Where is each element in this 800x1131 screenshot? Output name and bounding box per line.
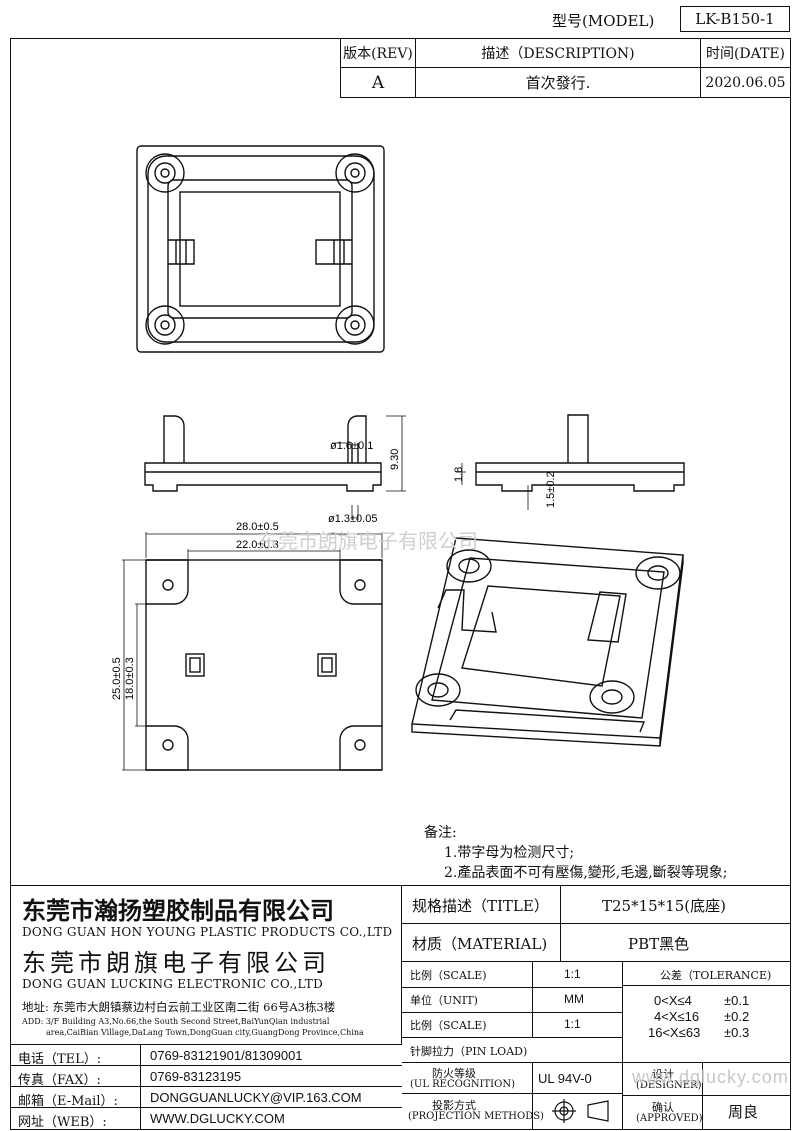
spec-scale2-label: 比例（SCALE) <box>410 1019 487 1032</box>
dim-step: 1.5±0.2 <box>545 471 557 508</box>
technical-drawing: ø1.6±0.1 9.30 ø1.3±0.05 1.8 1.5±0.2 28.0… <box>111 145 685 771</box>
bottom-view <box>145 559 383 771</box>
spec-scale2-value: 1:1 <box>564 1017 581 1031</box>
spec-scale-value: 1:1 <box>564 967 581 981</box>
side-view <box>475 414 685 492</box>
company-name-2-en: DONG GUAN LUCKING ELECTRONIC CO.,LTD <box>22 977 324 991</box>
contact-fax-label: 传真（FAX）: <box>18 1073 101 1088</box>
dim-height-inner: 18.0±0.3 <box>124 657 136 700</box>
spec-material-label: 材质（MATERIAL) <box>412 935 548 953</box>
revision-table: 版本(REV) 描述（DESCRIPTION) 时间(DATE) A 首次發行.… <box>340 38 791 98</box>
contact-email-label: 邮箱（E-Mail）: <box>18 1094 118 1109</box>
watermark-text: 东莞市朗旗电子有限公司 <box>258 530 478 553</box>
dim-height-outer: 25.0±0.5 <box>111 657 123 700</box>
dim-base-h: 1.8 <box>453 467 465 482</box>
front-view <box>144 415 382 492</box>
contact-tel-label: 电话（TEL）: <box>18 1052 102 1067</box>
spec-title-label: 规格描述（TITLE） <box>412 897 549 915</box>
company-address-en-2: area,CaiBian Village,DaLang Town,DongGua… <box>46 1028 364 1037</box>
dim-width-outer: 28.0±0.5 <box>236 521 279 533</box>
contacts-table: 电话（TEL）: 0769-83121901/81309001 传真（FAX）:… <box>10 1045 402 1130</box>
tolerance-value-1: ±0.1 <box>724 993 750 1008</box>
spec-panel: 规格描述（TITLE） T25*15*15(底座) 材质（MATERIAL) P… <box>402 885 791 1130</box>
contact-web-value: WWW.DGLUCKY.COM <box>150 1111 285 1126</box>
company-name-2: 东莞市朗旗电子有限公司 <box>22 949 330 977</box>
first-angle-projection-icon <box>552 1099 609 1123</box>
company-name-1: 东莞市瀚扬塑胶制品有限公司 <box>22 896 334 925</box>
tolerance-value-3: ±0.3 <box>724 1025 750 1040</box>
spec-unit-label: 单位（UNIT) <box>410 994 478 1007</box>
tolerance-range-3: 16<X≤63 <box>648 1025 701 1040</box>
tolerance-value-2: ±0.2 <box>724 1009 750 1024</box>
contact-web-label: 网址（WEB）: <box>18 1115 107 1130</box>
model-box: LK-B150-1 <box>680 6 790 32</box>
spec-scale-label: 比例（SCALE) <box>410 969 487 982</box>
date-value: 2020.06.05 <box>700 67 791 98</box>
company-address-en-1: ADD: 3/F Building A3,No.66,the South Sec… <box>22 1017 330 1026</box>
contact-tel-value: 0769-83121901/81309001 <box>150 1048 303 1063</box>
spec-ul-label-2: (UL RECOGNITION) <box>410 1079 515 1090</box>
notes-title: 备注: <box>424 825 457 841</box>
spec-designer-label-1: 设计 <box>652 1068 674 1081</box>
tolerance-range-2: 4<X≤16 <box>654 1009 700 1024</box>
model-value: LK-B150-1 <box>695 10 775 28</box>
dimension-lines <box>122 415 529 771</box>
dim-width-inner: 22.0±0.3 <box>236 539 279 551</box>
note-item-1: 1.带字母为检测尺寸; <box>444 845 575 861</box>
spec-pinload-label: 针脚拉力（PIN LOAD) <box>410 1045 528 1058</box>
dim-height: 9.30 <box>389 449 401 470</box>
note-item-2: 2.產品表面不可有壓傷,變形,毛邊,斷裂等現象; <box>444 865 728 881</box>
spec-ul-value: UL 94V-0 <box>538 1071 592 1086</box>
spec-ul-label-1: 防火等级 <box>432 1067 476 1080</box>
dim-pin-dia: ø1.6±0.1 <box>330 440 373 452</box>
spec-proj-label-1: 投影方式 <box>432 1099 476 1112</box>
company-panel: 东莞市瀚扬塑胶制品有限公司 DONG GUAN HON YOUNG PLASTI… <box>10 885 402 1045</box>
isometric-view <box>411 537 684 747</box>
dim-hole-dia: ø1.3±0.05 <box>328 513 377 525</box>
contact-fax-value: 0769-83123195 <box>150 1069 242 1084</box>
spec-material-value: PBT黑色 <box>628 935 690 953</box>
spec-approved-label-1: 确认 <box>652 1101 674 1114</box>
top-view <box>136 145 385 353</box>
model-label: 型号(MODEL) <box>552 12 655 30</box>
company-name-1-en: DONG GUAN HON YOUNG PLASTIC PRODUCTS CO.… <box>22 925 393 939</box>
spec-approved-value: 周良 <box>728 1103 759 1121</box>
contact-email-value: DONGGUANLUCKY@VIP.163.COM <box>150 1090 362 1105</box>
title-block <box>10 885 791 1131</box>
spec-tolerance-label: 公差（TOLERANCE) <box>660 969 772 982</box>
company-address-cn: 地址: 东莞市大朗镇蔡边村白云前工业区南二街 66号A3栋3楼 <box>22 1000 336 1014</box>
spec-proj-label-2: (PROJECTION METHODS) <box>408 1111 544 1122</box>
tolerance-range-1: 0<X≤4 <box>654 993 692 1008</box>
spec-unit-value: MM <box>564 992 584 1006</box>
spec-designer-label-2: (DESIGNER) <box>636 1080 702 1091</box>
spec-approved-label-2: (APPROVED) <box>636 1113 703 1124</box>
url-watermark: www.dglucky.com <box>632 1067 789 1087</box>
spec-title-value: T25*15*15(底座) <box>602 897 726 915</box>
